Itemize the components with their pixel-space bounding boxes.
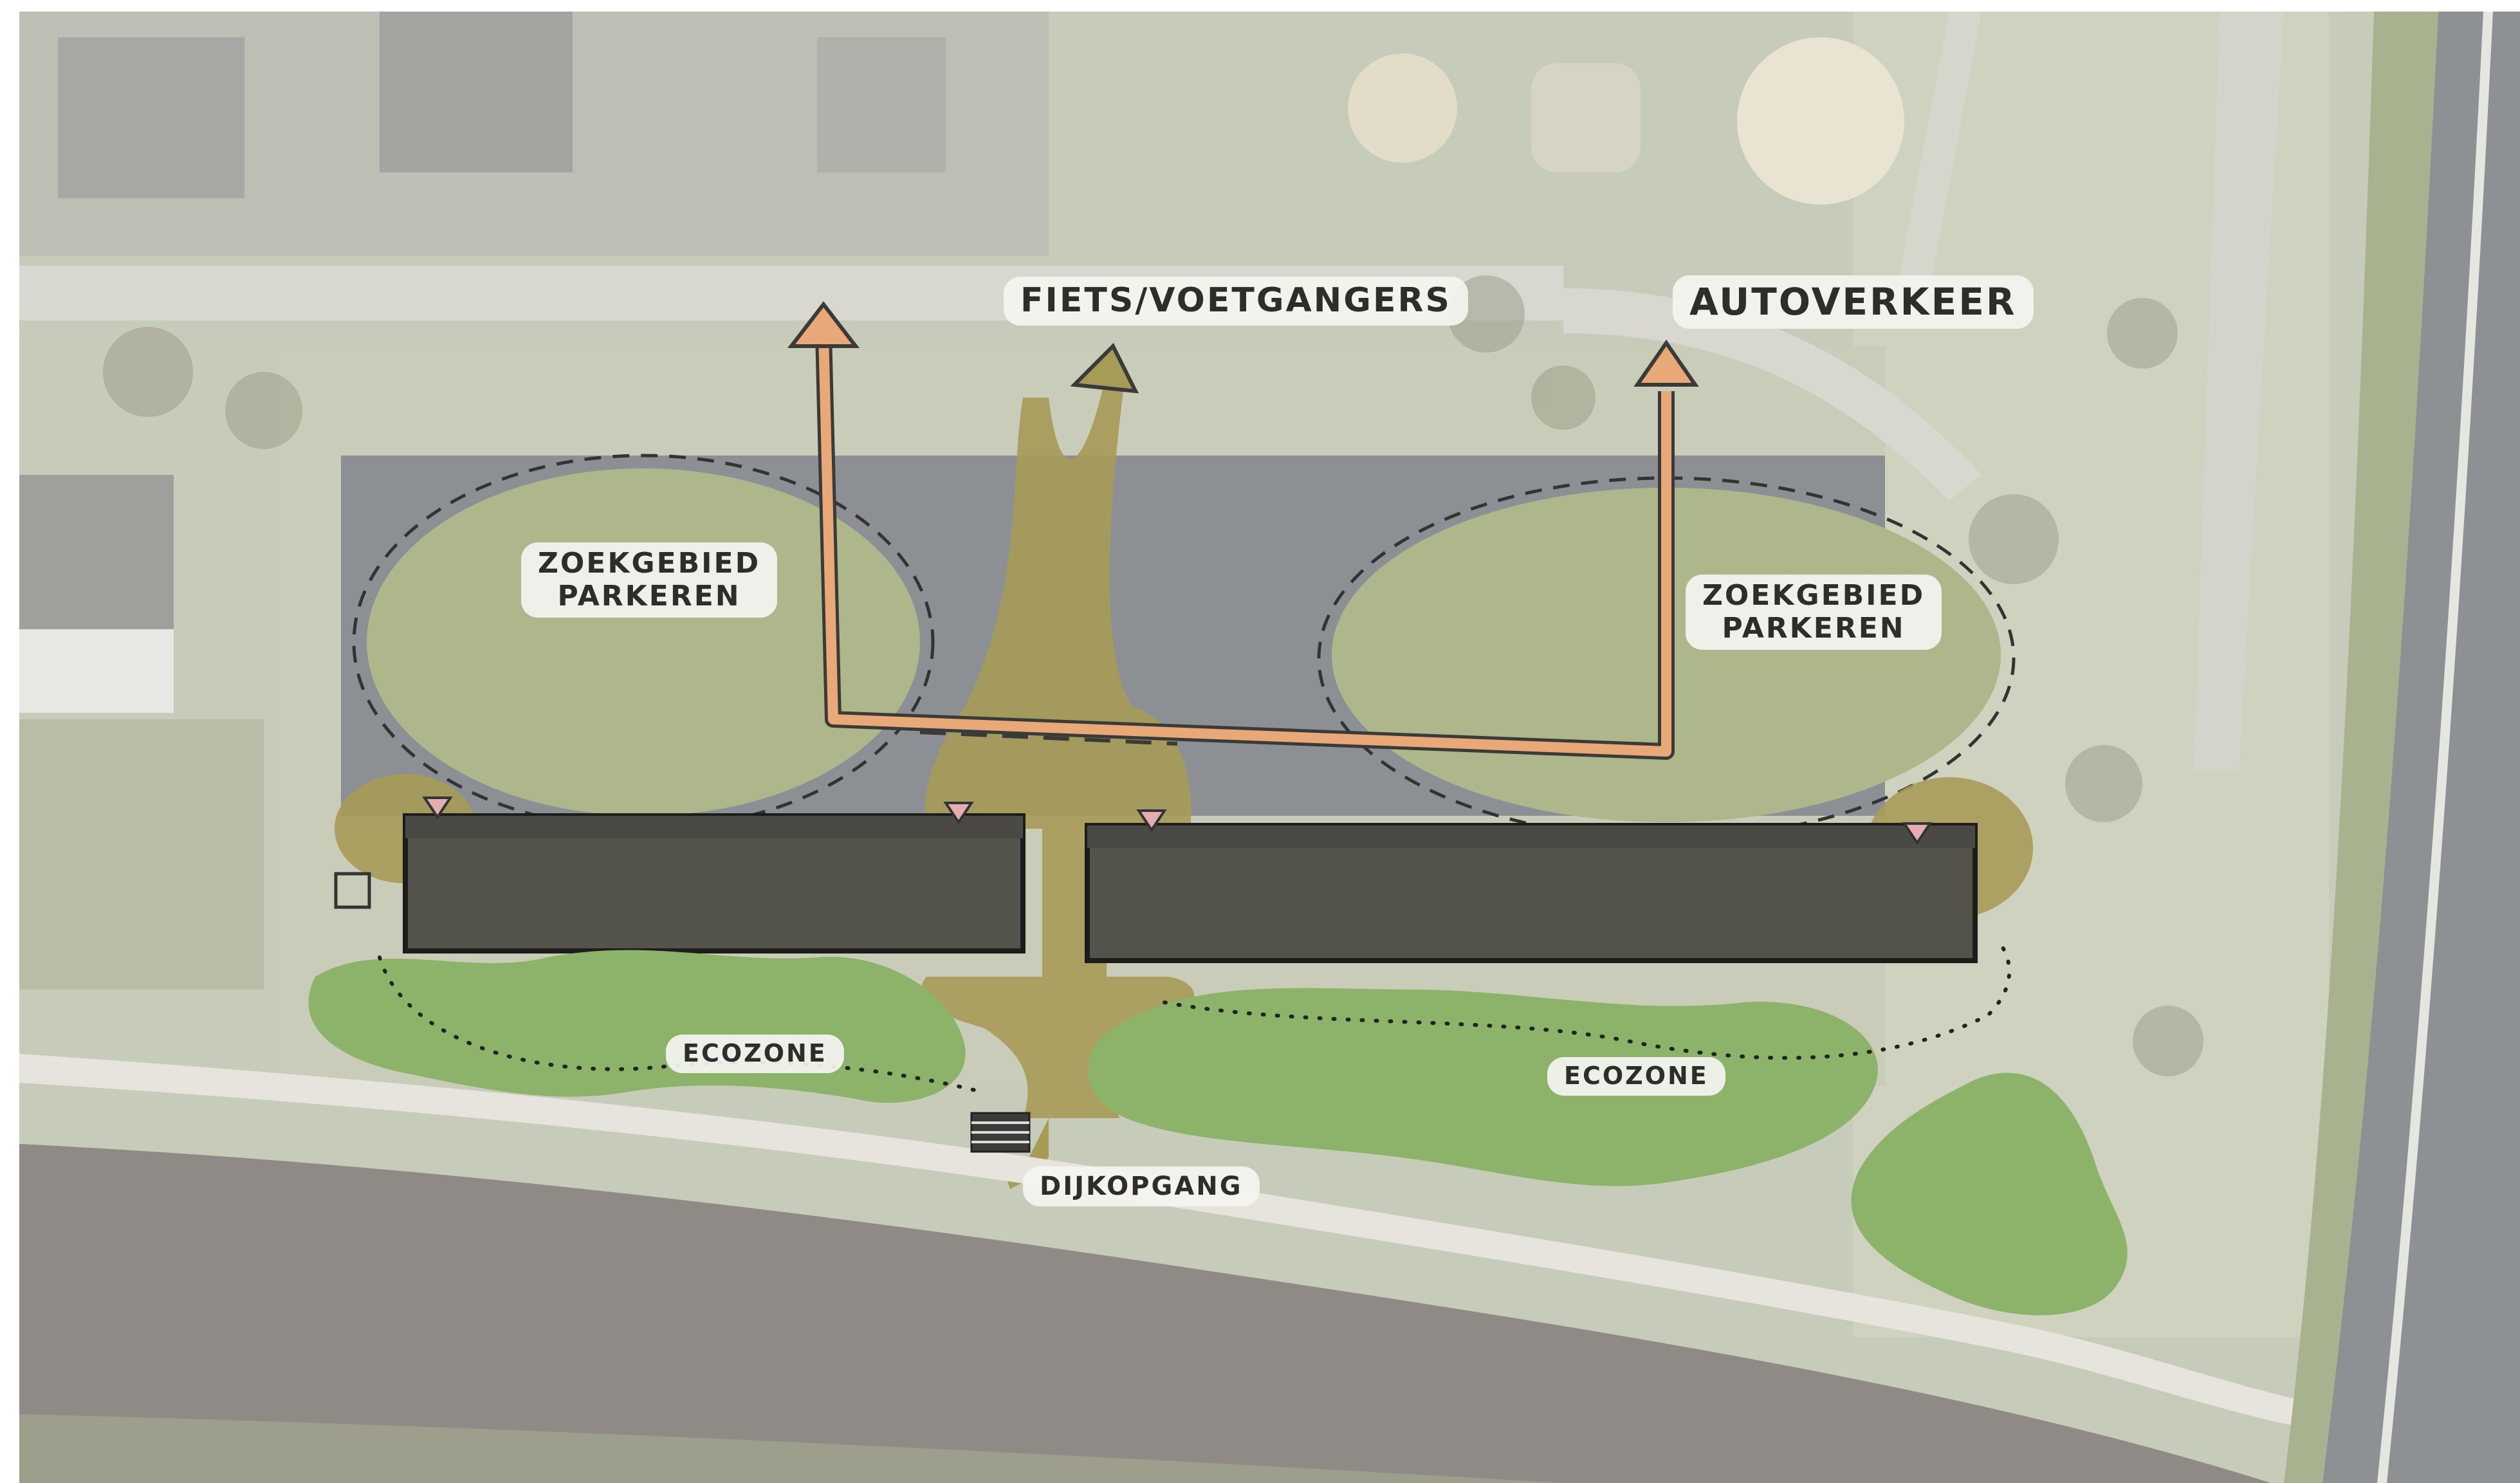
label-autoverkeer: AUTOVERKEER: [1673, 275, 2034, 329]
riverbank: [19, 1414, 1563, 1483]
house-roof: [19, 629, 174, 713]
building-west-roofline: [405, 816, 1023, 838]
trees: [103, 275, 2203, 1076]
label-zoekgebied-parkeren-left: ZOEKGEBIED PARKEREN: [521, 542, 778, 618]
entrance-marker: [1136, 809, 1167, 833]
allotment-gardens: [19, 719, 264, 990]
label-fiets-voetgangers: FIETS/VOETGANGERS: [1004, 277, 1468, 326]
highway-lane: [2377, 12, 2493, 1483]
entrance-marker: [1902, 822, 1933, 845]
site-plan-drawing: [19, 12, 2520, 1483]
site-plan-map: FIETS/VOETGANGERS AUTOVERKEER ZOEKGEBIED…: [19, 12, 2520, 1483]
car-route-dashed-crossing: [919, 730, 1178, 746]
label-zoekgebied-parkeren-right: ZOEKGEBIED PARKEREN: [1686, 575, 1942, 650]
pedestrian-arrowhead: [1070, 342, 1139, 394]
ecozone-right: [1087, 988, 1878, 1186]
ecozone-east: [1851, 1073, 2128, 1316]
building-east-roofline: [1087, 825, 1975, 848]
bike-shed-marker: [334, 872, 371, 909]
label-ecozone-right: ECOZONE: [1547, 1057, 1725, 1096]
playground-square: [1531, 63, 1641, 172]
label-ecozone-left: ECOZONE: [666, 1035, 844, 1073]
playground-sandpit: [1348, 53, 1457, 163]
car-traffic-route: [818, 333, 1671, 757]
car-traffic-arrowhead: [787, 301, 860, 348]
river: [19, 1144, 2271, 1483]
label-dijkopgang: DIJKOPGANG: [1023, 1166, 1260, 1206]
entrance-marker: [422, 797, 453, 820]
street: [2194, 12, 2284, 771]
south-square: [921, 977, 1195, 1118]
street: [1563, 288, 1982, 501]
central-square: [924, 372, 1191, 829]
car-traffic-arrowhead: [1633, 339, 1699, 387]
entrance-marker: [943, 802, 974, 825]
parking-search-zone-left: [367, 468, 920, 816]
house-roof: [817, 37, 946, 172]
ecozone-boundary: [1163, 943, 2012, 1060]
playground-sandpit: [1737, 37, 1904, 205]
dike-path: [19, 1054, 2348, 1433]
house-roof: [380, 12, 573, 172]
highway-verge: [2284, 12, 2438, 1483]
ecozone-boundary: [378, 955, 986, 1094]
street: [1898, 12, 1982, 288]
house-roof: [58, 37, 244, 198]
